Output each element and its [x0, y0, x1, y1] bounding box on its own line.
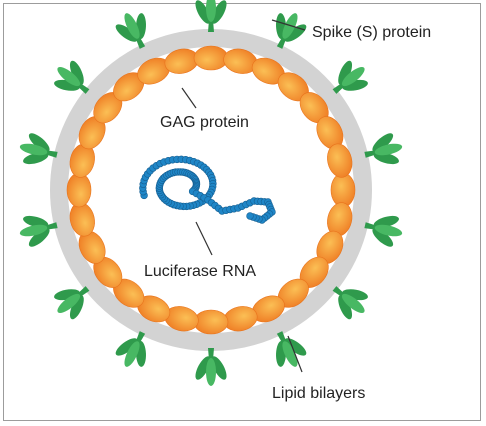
- luciferase-rna-coil: [139, 155, 276, 224]
- spike-protein: [364, 133, 403, 165]
- label-luciferase-rna: Luciferase RNA: [144, 263, 256, 280]
- label-gag-protein: GAG protein: [160, 114, 249, 131]
- gag-protein-subunit: [330, 172, 356, 208]
- spike-protein: [195, 0, 227, 32]
- gag-protein-ring: [66, 45, 356, 335]
- spike-protein: [54, 286, 90, 320]
- spike-protein: [115, 331, 146, 367]
- spike-protein: [364, 215, 403, 247]
- gag-protein-subunit: [193, 309, 229, 335]
- gag-protein-subunit: [193, 45, 229, 71]
- leader-lines: [181, 19, 306, 373]
- spike-protein: [54, 60, 90, 94]
- label-spike-protein: Spike (S) protein: [312, 24, 431, 41]
- leader-spike: [271, 19, 306, 31]
- leader-lipid: [287, 335, 303, 373]
- label-lipid-bilayers: Lipid bilayers: [272, 385, 365, 402]
- spike-protein: [19, 215, 58, 247]
- spike-protein: [19, 133, 58, 165]
- spike-protein: [332, 286, 368, 320]
- spike-protein: [195, 348, 227, 386]
- lipid-bilayer-ring: [50, 29, 372, 351]
- spike-protein: [115, 13, 146, 49]
- gag-protein-subunit: [66, 172, 92, 208]
- leader-rna: [195, 221, 213, 256]
- spike-protein: [332, 60, 368, 94]
- leader-gag: [181, 87, 197, 109]
- figure-frame: [3, 3, 481, 421]
- gag-protein-subunit: [327, 143, 353, 178]
- rna-bead: [246, 212, 254, 220]
